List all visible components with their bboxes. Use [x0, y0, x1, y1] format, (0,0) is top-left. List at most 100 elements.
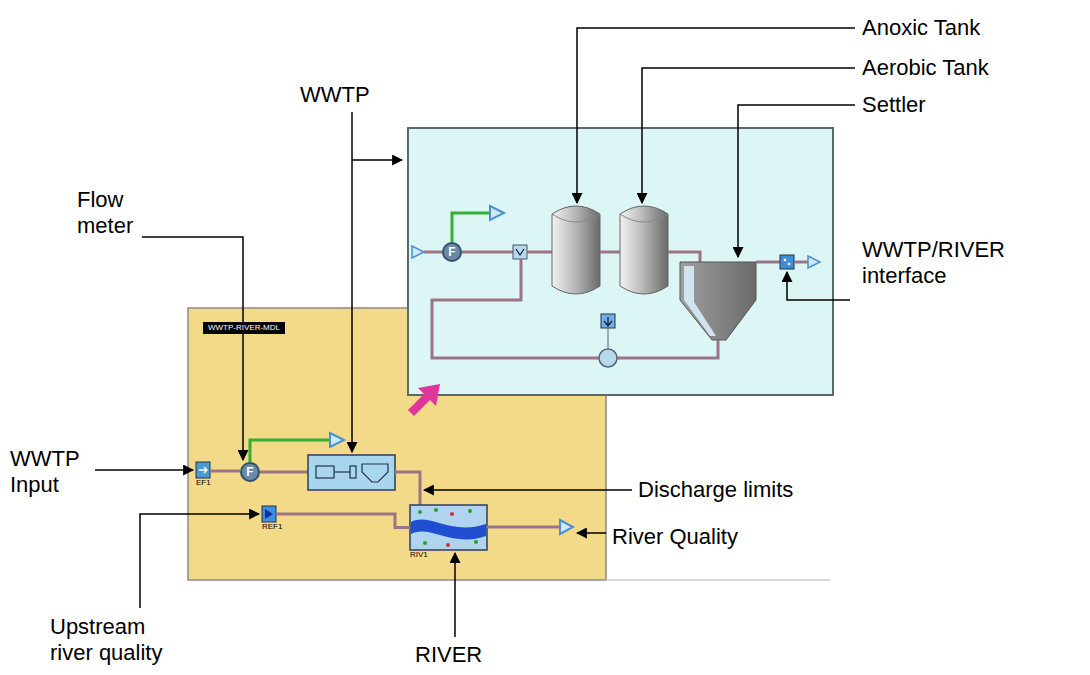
- leader-line: [577, 28, 855, 203]
- label-holder: WWTP/RIVER interface: [862, 237, 1012, 290]
- zoom-arrow: [408, 384, 440, 416]
- wwtp-mini-settler: [362, 464, 388, 482]
- label-holder: WWTP: [300, 82, 370, 108]
- block-tag: RIV1: [410, 551, 487, 559]
- river-dot: [450, 512, 454, 516]
- flow-meter-circle: F: [442, 242, 462, 262]
- callout-label: Upstream river quality: [50, 614, 170, 667]
- label-holder: Discharge limits: [638, 477, 793, 503]
- river-band: [411, 519, 486, 539]
- block-tag: EF1: [196, 479, 210, 487]
- pipe: [600, 251, 620, 254]
- block-tag: REF1: [262, 523, 276, 531]
- pipe: [424, 251, 442, 254]
- label-holder: Aerobic Tank: [862, 55, 989, 81]
- pipe: [756, 261, 780, 264]
- leader-line: [738, 105, 855, 257]
- input-icon-arrow: [199, 467, 207, 473]
- callout-label: Discharge limits: [638, 477, 793, 503]
- callout-label: River Quality: [612, 524, 738, 550]
- label-holder: RIVER: [415, 642, 482, 668]
- plant-outlet: [808, 256, 820, 268]
- aerobic-tank: [620, 206, 668, 294]
- leader-line: [454, 553, 456, 637]
- interface-dot: [784, 259, 787, 262]
- plant-panel: [408, 128, 833, 395]
- callout-label: RIVER: [415, 642, 482, 668]
- settler-highlight: [684, 266, 716, 336]
- recycle-pipe: [617, 340, 718, 358]
- pipe: [462, 251, 513, 254]
- signal-output: [490, 206, 504, 220]
- settler: [680, 262, 756, 340]
- signal-line: [452, 213, 490, 242]
- callout-label: Aerobic Tank: [862, 55, 989, 81]
- model-panel: WWTP-RIVER-MDLEF1FREF1RIV1: [188, 308, 606, 580]
- river-input-icon: [262, 506, 276, 522]
- pipe: [395, 472, 420, 505]
- pump-control-arrow: [604, 317, 612, 326]
- label-holder: Flow meter: [77, 187, 147, 240]
- wwtp-mini-tank: [350, 466, 356, 478]
- wwtp-mini-tank: [316, 466, 334, 478]
- leader-line: [95, 469, 193, 471]
- tank-rim: [552, 214, 600, 222]
- callout-label: WWTP: [300, 82, 370, 108]
- input-icon: [196, 462, 210, 478]
- river-input-triangle: [265, 509, 273, 519]
- river-dot: [468, 509, 472, 513]
- callout-label: Flow meter: [77, 187, 147, 240]
- leader-line: [142, 237, 243, 460]
- pipe: [487, 526, 560, 529]
- leader-line: [140, 514, 259, 608]
- meter-letter: F: [246, 466, 253, 478]
- meter-letter: F: [448, 246, 455, 258]
- pipe-connector: [276, 514, 410, 528]
- pipe: [794, 261, 808, 264]
- label-holder: WWTP Input: [10, 446, 90, 499]
- wwtp-mini-pipe: [334, 471, 350, 472]
- callout-label: WWTP Input: [10, 446, 90, 499]
- model-tag: WWTP-RIVER-MDL: [203, 322, 285, 334]
- mixer-icon: [513, 245, 527, 259]
- leader-line: [352, 159, 402, 161]
- leader-line: [424, 489, 632, 491]
- label-holder: Anoxic Tank: [862, 15, 980, 41]
- signal-output: [330, 433, 344, 447]
- leader-line: [577, 532, 606, 534]
- river-block: RIV1: [410, 505, 487, 550]
- recycle-pipe: [432, 259, 599, 358]
- river-input-icon: REF1: [262, 506, 276, 522]
- callout-label: Settler: [862, 92, 926, 118]
- input-icon: EF1: [196, 462, 210, 478]
- tank-rim: [620, 214, 668, 222]
- label-holder: River Quality: [612, 524, 738, 550]
- wwtp-block: [308, 455, 395, 490]
- river-block: [410, 505, 487, 550]
- river-dot: [423, 541, 427, 545]
- panel-edge: [606, 579, 830, 581]
- pipe-connector: [210, 470, 240, 473]
- label-holder: Settler: [862, 92, 926, 118]
- river-dot: [418, 510, 422, 514]
- river-output: [560, 520, 573, 534]
- flow-meter-circle: F: [240, 462, 260, 482]
- plant-inlet: [412, 246, 424, 258]
- pump-control-icon: [601, 314, 615, 328]
- river-dot: [446, 543, 450, 547]
- anoxic-tank: [552, 206, 600, 294]
- pump: [599, 349, 617, 367]
- pipe: [668, 252, 700, 262]
- control-wire: [608, 328, 609, 349]
- interface-dot: [788, 263, 791, 266]
- label-holder: Upstream river quality: [50, 614, 170, 667]
- river-dot: [434, 508, 438, 512]
- pipe: [260, 471, 308, 474]
- pipe: [527, 251, 552, 254]
- river-dot: [474, 540, 478, 544]
- callout-label: Anoxic Tank: [862, 15, 980, 41]
- leader-line: [642, 68, 855, 203]
